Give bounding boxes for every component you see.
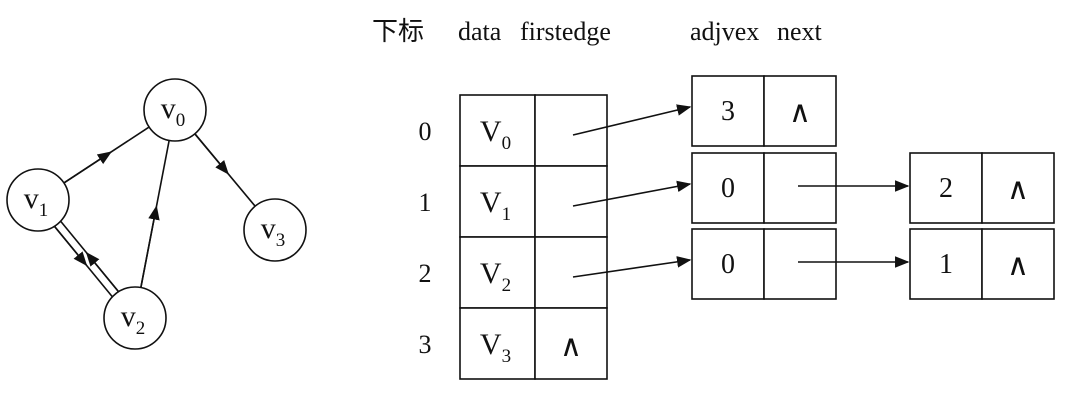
data-cell xyxy=(459,307,536,380)
graph-node-label: v2 xyxy=(121,300,146,339)
vertex-label: V1 xyxy=(480,186,511,225)
next-cell xyxy=(763,152,837,224)
graph-edge xyxy=(194,133,256,207)
vertex-index: 1 xyxy=(419,188,432,217)
graph-edge xyxy=(63,126,150,184)
header-data: data xyxy=(458,17,502,46)
edge-node: 3∧ xyxy=(691,75,837,147)
table-headers: 下标 data firstedge adjvex next xyxy=(372,17,823,47)
firstedge-cell xyxy=(534,307,608,380)
firstedge-pointer xyxy=(572,104,692,136)
graph-node-label: v0 xyxy=(161,92,186,131)
header-next: next xyxy=(777,17,823,46)
graph-edge xyxy=(140,140,170,288)
vertex-label: V0 xyxy=(480,115,511,154)
firstedge-pointer xyxy=(572,256,692,278)
next-cell xyxy=(981,228,1055,300)
null-pointer: ∧ xyxy=(1007,173,1029,206)
vertex-table: 0 V0 1 V1 2 V2 3 V3 ∧ xyxy=(419,94,608,380)
vertex-row: 2 V2 xyxy=(419,236,608,309)
graph-edge xyxy=(53,225,113,298)
adjvex-value: 0 xyxy=(721,173,735,204)
firstedge-cell xyxy=(534,94,608,167)
graph-node: v1 xyxy=(6,168,70,232)
header-index: 下标 xyxy=(372,17,424,47)
vertex-index: 2 xyxy=(419,259,432,288)
header-adjvex: adjvex xyxy=(690,17,759,46)
vertex-label: V3 xyxy=(480,328,511,367)
adjvex-value: 1 xyxy=(939,249,953,280)
graph-node-label: v1 xyxy=(24,182,49,221)
edge-node: 2∧ xyxy=(909,152,1055,224)
next-cell xyxy=(763,75,837,147)
adjvex-cell xyxy=(691,152,765,224)
edge-node: 0 xyxy=(691,228,910,300)
null-pointer: ∧ xyxy=(560,330,582,363)
graph-node: v0 xyxy=(143,78,207,142)
null-pointer: ∧ xyxy=(789,96,811,129)
graph-edge xyxy=(60,220,120,293)
vertex-row: 1 V1 xyxy=(419,165,608,238)
firstedge-cell xyxy=(534,236,608,309)
header-firstedge: firstedge xyxy=(520,17,611,46)
next-cell xyxy=(763,228,837,300)
graph-node: v3 xyxy=(243,198,307,262)
adjvex-value: 3 xyxy=(721,96,735,127)
adjvex-cell xyxy=(691,75,765,147)
graph-node: v2 xyxy=(103,286,167,350)
data-cell xyxy=(459,165,536,238)
edge-node: 1∧ xyxy=(909,228,1055,300)
edge-node: 0 xyxy=(691,152,910,224)
edge-list: 3∧ xyxy=(572,75,837,147)
adjvex-cell xyxy=(909,152,983,224)
adjvex-value: 0 xyxy=(721,249,735,280)
directed-graph: v0 v1 v2 v3 xyxy=(6,78,307,350)
graph-node-label: v3 xyxy=(261,212,286,251)
adjvex-cell xyxy=(691,228,765,300)
null-pointer: ∧ xyxy=(1007,249,1029,282)
next-cell xyxy=(981,152,1055,224)
vertex-label: V2 xyxy=(480,257,511,296)
vertex-row: 0 V0 xyxy=(419,94,608,167)
adjvex-value: 2 xyxy=(939,173,953,204)
vertex-index: 3 xyxy=(419,330,432,359)
vertex-index: 0 xyxy=(419,117,432,146)
vertex-row: 3 V3 ∧ xyxy=(419,307,608,380)
firstedge-pointer xyxy=(572,180,692,207)
